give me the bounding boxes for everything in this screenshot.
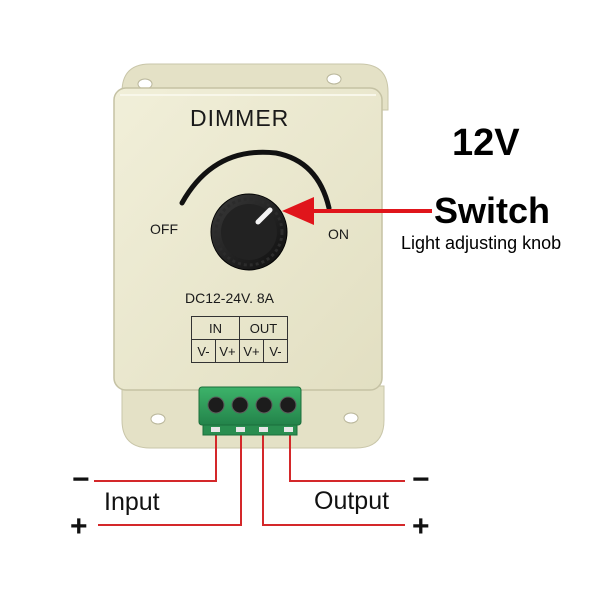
output-label: Output — [314, 487, 390, 515]
terminal-pin-label: V- — [191, 339, 216, 363]
terminal-label-table: IN OUT V- V+ V+ V- — [191, 316, 288, 363]
mounting-hole — [343, 412, 359, 424]
terminal-pin-label: V+ — [215, 339, 240, 363]
voltage-callout: 12V — [452, 122, 520, 164]
on-label: ON — [328, 226, 349, 242]
brightness-arc — [179, 149, 332, 211]
terminal-screw[interactable] — [231, 396, 249, 414]
wires — [94, 434, 405, 526]
terminal-screw[interactable] — [279, 396, 297, 414]
mounting-hole — [150, 413, 166, 425]
terminal-pin-label: V- — [263, 339, 288, 363]
dimmer-knob[interactable] — [210, 193, 288, 271]
terminal-screw[interactable] — [207, 396, 225, 414]
output-negative-wire — [289, 434, 405, 482]
output-minus-sign: − — [412, 463, 430, 496]
input-label: Input — [104, 488, 160, 516]
input-plus-sign: + — [70, 510, 88, 543]
input-negative-wire — [94, 434, 217, 482]
output-plus-sign: + — [412, 510, 430, 543]
dimmer-title: DIMMER — [190, 105, 290, 131]
rating-label: DC12-24V. 8A — [185, 290, 274, 306]
switch-callout-title: Switch — [434, 190, 551, 231]
switch-callout-subtitle: Light adjusting knob — [401, 233, 562, 253]
terminal-group-out: OUT — [239, 316, 288, 340]
knob-indicator — [255, 207, 273, 225]
switch-pointer-arrow — [282, 197, 432, 225]
terminal-pin-label: V+ — [239, 339, 264, 363]
terminal-screw[interactable] — [255, 396, 273, 414]
terminal-group-in: IN — [191, 316, 240, 340]
input-minus-sign: − — [72, 463, 90, 496]
input-positive-wire — [98, 434, 242, 526]
mounting-hole — [326, 73, 342, 85]
output-positive-wire — [262, 434, 405, 526]
terminal-block — [198, 386, 302, 436]
off-label: OFF — [150, 221, 178, 237]
